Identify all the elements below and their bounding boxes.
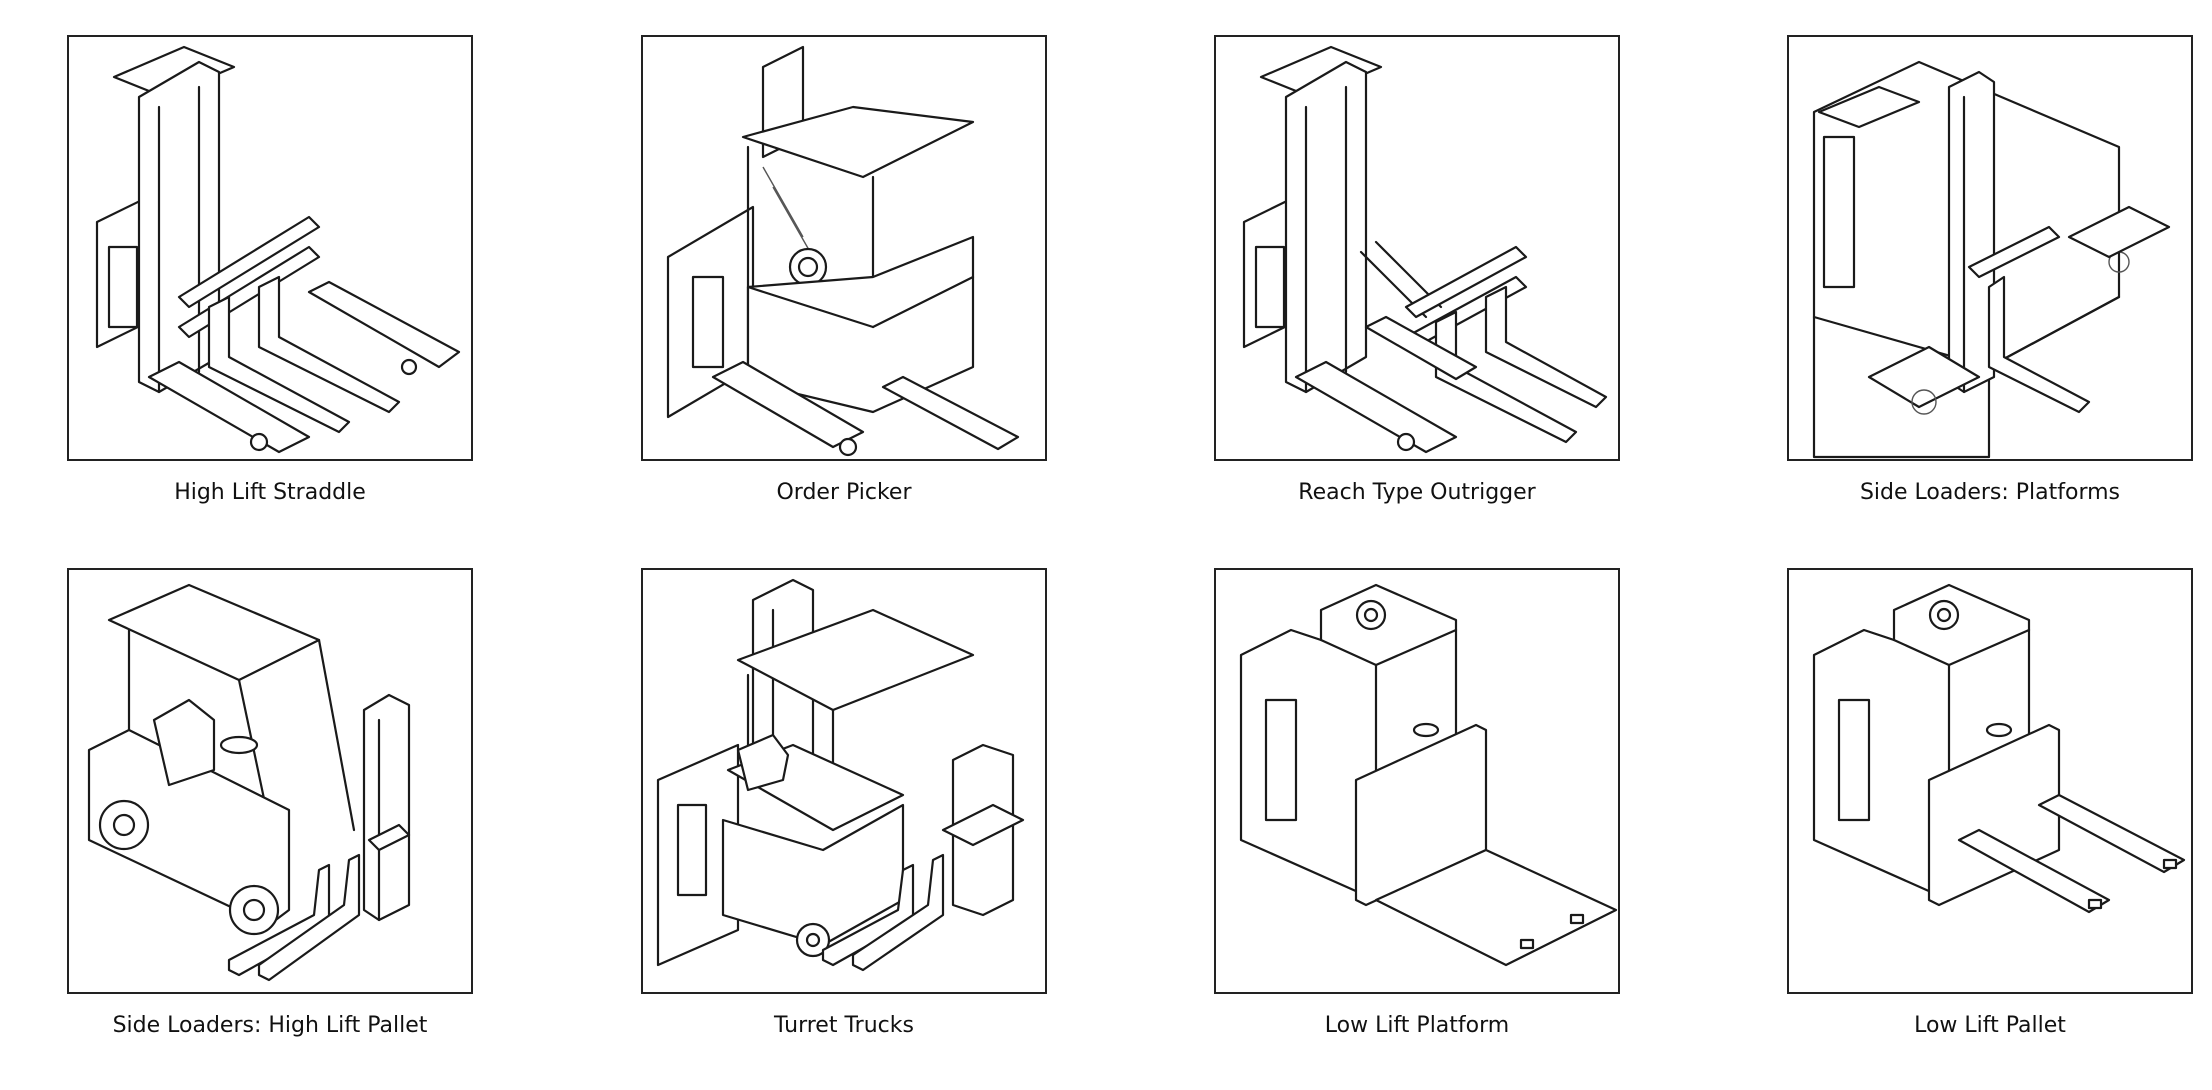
gallery-item-label: Turret Trucks [774,1013,914,1038]
side-loader-high-lift-pallet-truck-icon[interactable] [67,568,473,994]
gallery-item-label: Low Lift Pallet [1914,1013,2066,1038]
gallery-item-label: Reach Type Outrigger [1298,480,1536,505]
gallery-item-label: Side Loaders: High Lift Pallet [112,1013,428,1038]
low-lift-platform-truck-icon[interactable] [1214,568,1620,994]
gallery-item-label: Order Picker [776,480,912,505]
low-lift-pallet-truck-icon[interactable] [1787,568,2193,994]
reach-type-outrigger-truck-icon[interactable] [1214,35,1620,461]
gallery-item-label: Low Lift Platform [1324,1013,1510,1038]
turret-truck-icon[interactable] [641,568,1047,994]
gallery-item-label: Side Loaders: Platforms [1859,480,2121,505]
gallery-item-label: High Lift Straddle [174,480,366,505]
high-lift-straddle-truck-icon[interactable] [67,35,473,461]
side-loader-platform-truck-icon[interactable] [1787,35,2193,461]
order-picker-truck-icon[interactable] [641,35,1047,461]
